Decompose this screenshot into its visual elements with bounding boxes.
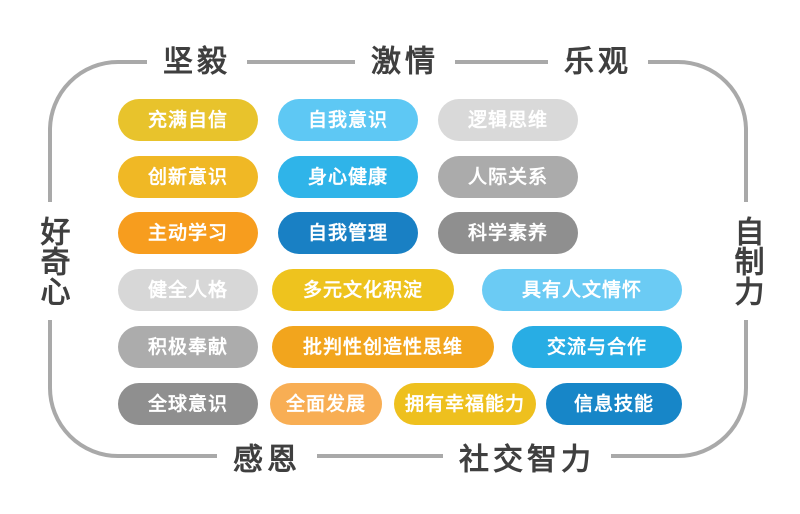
frame-label-self-control: 自制力: [729, 202, 764, 320]
pill-confidence: 充满自信: [118, 99, 258, 141]
frame-label-social-intelligence: 社交智力: [443, 443, 611, 477]
pill-humanistic-feelings: 具有人文情怀: [482, 269, 682, 311]
frame-label-passion: 激情: [355, 45, 455, 79]
pill-innovation-awareness: 创新意识: [118, 156, 258, 198]
pill-happiness-capability: 拥有幸福能力: [394, 383, 536, 425]
pill-science-literacy: 科学素养: [438, 212, 578, 254]
pill-active-learning: 主动学习: [118, 212, 258, 254]
frame-label-perseverance: 坚毅: [147, 45, 247, 79]
pill-physical-mental-health: 身心健康: [278, 156, 418, 198]
pill-global-awareness: 全球意识: [118, 383, 258, 425]
pill-information-skills: 信息技能: [546, 383, 682, 425]
pill-multicultural-accumulation: 多元文化积淀: [272, 269, 454, 311]
pill-self-management: 自我管理: [278, 212, 418, 254]
pill-communication-cooperation: 交流与合作: [512, 326, 682, 368]
frame-label-curiosity: 好奇心: [35, 202, 70, 320]
pill-all-round-development: 全面发展: [270, 383, 382, 425]
frame-label-optimism: 乐观: [548, 45, 648, 79]
pill-active-dedication: 积极奉献: [118, 326, 258, 368]
pill-self-awareness: 自我意识: [278, 99, 418, 141]
frame-label-gratitude: 感恩: [217, 443, 317, 477]
pill-interpersonal-relations: 人际关系: [438, 156, 578, 198]
pill-sound-personality: 健全人格: [118, 269, 258, 311]
pill-critical-creative-thinking: 批判性创造性思维: [272, 326, 494, 368]
pill-logical-thinking: 逻辑思维: [438, 99, 578, 141]
